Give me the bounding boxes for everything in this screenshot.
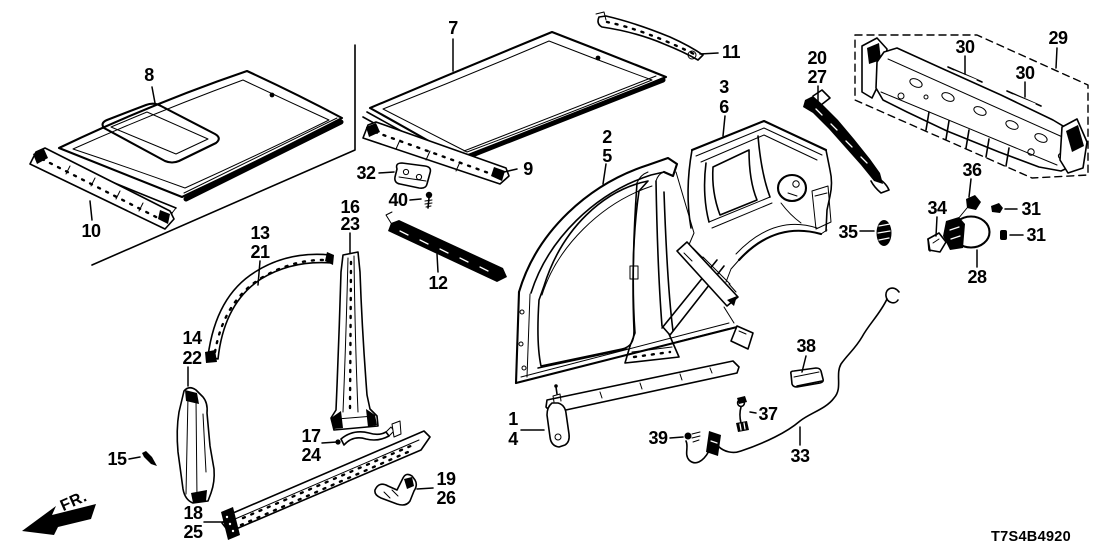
- leader-line-9: [722, 115, 726, 137]
- part-29-rear-panel: [854, 34, 1089, 179]
- part-label-39-41[interactable]: 39: [648, 428, 668, 448]
- part-14-front-pillar-lower-stiffener: [176, 386, 215, 504]
- part-35-grommet: [876, 220, 892, 246]
- part-label-8-1[interactable]: 8: [144, 65, 154, 85]
- part-2-side-panel-outer: [514, 156, 754, 385]
- leader-line-29: [749, 411, 757, 414]
- part-label-37-39[interactable]: 37: [758, 404, 778, 424]
- part-label-26-24[interactable]: 26: [436, 488, 456, 508]
- part-10-front-roof-rail: [29, 147, 175, 230]
- part-3-rear-quarter-panel: [676, 119, 833, 307]
- part-label-7-0[interactable]: 7: [448, 18, 458, 38]
- leader-line-0: [151, 86, 156, 104]
- part-label-21-13[interactable]: 21: [250, 242, 270, 262]
- part-label-27-28[interactable]: 27: [807, 67, 827, 87]
- leader-line-13: [128, 456, 141, 460]
- part-15-clip: [142, 451, 157, 466]
- part-label-14-16[interactable]: 14: [182, 328, 202, 348]
- part-34-bracket: [927, 232, 947, 253]
- part-18-side-sill-stiffener: [221, 420, 431, 540]
- part-17-sill-bracket: [335, 426, 395, 446]
- part-label-1-25[interactable]: 1: [508, 409, 518, 429]
- part-1-side-sill-panel: [545, 360, 740, 448]
- part-label-35-35[interactable]: 35: [838, 222, 858, 242]
- leader-line-7: [436, 253, 439, 273]
- part-label-31-32[interactable]: 31: [1021, 199, 1041, 219]
- part-31-clip-a: [991, 203, 1003, 213]
- part-label-40-6[interactable]: 40: [388, 190, 408, 210]
- part-label-20-27[interactable]: 20: [807, 48, 827, 68]
- part-label-9-4[interactable]: 9: [523, 159, 533, 179]
- part-label-30-31[interactable]: 30: [1015, 63, 1035, 83]
- part-12-roof-side-stiffener: [385, 211, 507, 282]
- leader-line-8: [602, 163, 607, 185]
- leader-line-10: [257, 260, 261, 286]
- part-label-23-15[interactable]: 23: [340, 214, 360, 234]
- leader-line-2: [89, 200, 93, 221]
- part-37-latch: [736, 396, 749, 432]
- part-label-36-36[interactable]: 36: [962, 160, 982, 180]
- part-13-front-pillar-stiffener: [205, 252, 334, 363]
- part-11-rear-roof-rail: [595, 11, 704, 61]
- fr-direction-arrow: [22, 504, 96, 535]
- leader-line-26: [968, 178, 972, 198]
- part-label-25-22[interactable]: 25: [183, 522, 203, 542]
- part-36-clip: [950, 195, 981, 228]
- part-label-16-14[interactable]: 16: [340, 197, 360, 217]
- part-label-6-11[interactable]: 6: [719, 97, 729, 117]
- part-30-rear-panel-stiffener-b: [1006, 90, 1042, 107]
- part-label-11-3[interactable]: 11: [721, 42, 741, 62]
- part-label-28-37[interactable]: 28: [967, 267, 987, 287]
- part-label-15-18[interactable]: 15: [107, 449, 127, 469]
- part-label-13-12[interactable]: 13: [250, 223, 270, 243]
- leader-line-19: [1055, 47, 1058, 69]
- part-label-18-21[interactable]: 18: [183, 503, 203, 523]
- part-31-clip-b: [1000, 230, 1007, 240]
- part-label-29-29[interactable]: 29: [1048, 28, 1068, 48]
- part-label-3-10[interactable]: 3: [719, 77, 729, 97]
- part-label-2-8[interactable]: 2: [602, 127, 612, 147]
- leader-line-31: [669, 436, 684, 439]
- section-divider-line: [91, 44, 356, 266]
- part-39-bolt: [684, 431, 701, 443]
- part-9-front-roof-rail: [362, 121, 510, 185]
- part-19-sill-end-gusset: [374, 473, 418, 506]
- part-28-fuel-filler-lid: [943, 215, 991, 250]
- part-label-10-2[interactable]: 10: [81, 221, 101, 241]
- diagram-code: T7S4B4920: [990, 529, 1072, 545]
- leader-line-4: [503, 168, 518, 173]
- part-label-32-5[interactable]: 32: [356, 163, 376, 183]
- leader-line-5: [378, 171, 395, 174]
- leader-lines: [89, 38, 1058, 523]
- leader-line-24: [935, 216, 938, 237]
- part-32-roof-bracket: [394, 162, 432, 189]
- part-33-opener-cable: [685, 287, 900, 464]
- leader-line-6: [409, 198, 422, 201]
- part-label-4-26[interactable]: 4: [508, 429, 518, 449]
- part-label-31-33[interactable]: 31: [1026, 225, 1046, 245]
- part-38-pad: [790, 367, 824, 388]
- part-label-34-34[interactable]: 34: [927, 198, 947, 218]
- part-16-center-pillar-stiffener: [330, 251, 379, 431]
- part-label-22-17[interactable]: 22: [182, 348, 202, 368]
- leader-line-3: [699, 52, 719, 55]
- leader-line-14: [321, 441, 338, 444]
- part-40-bolt: [424, 191, 433, 209]
- leader-line-30: [801, 355, 807, 373]
- part-label-38-40[interactable]: 38: [796, 336, 816, 356]
- part-label-33-38[interactable]: 33: [790, 446, 810, 466]
- part-20-rear-pillar-stiffener: [803, 89, 890, 194]
- part-label-30-30[interactable]: 30: [955, 37, 975, 57]
- leader-line-16: [416, 487, 434, 490]
- part-label-24-20[interactable]: 24: [301, 445, 321, 465]
- part-label-17-19[interactable]: 17: [301, 426, 321, 446]
- part-label-12-7[interactable]: 12: [428, 273, 448, 293]
- part-label-19-23[interactable]: 19: [436, 469, 456, 489]
- part-label-5-9[interactable]: 5: [602, 146, 612, 166]
